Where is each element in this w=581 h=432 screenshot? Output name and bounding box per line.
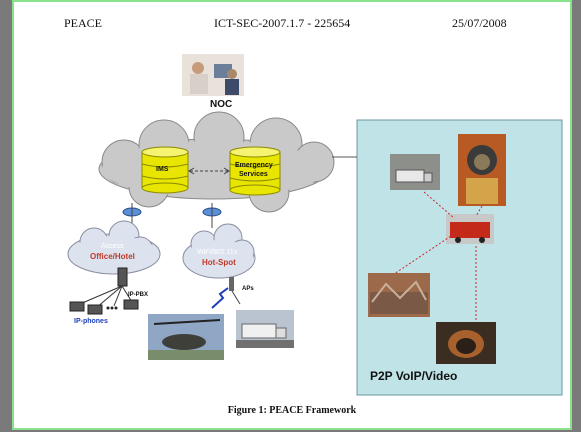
helicopter-photo — [148, 314, 224, 360]
ambulance-photo — [236, 310, 294, 348]
header-reference: ICT-SEC-2007.1.7 - 225654 — [214, 16, 351, 30]
ip-phones-icon — [69, 299, 139, 315]
figure-caption: Figure 1: PEACE Framework — [227, 405, 357, 416]
p2p-links — [393, 191, 483, 320]
wifi-label-2: Hot-Spot — [202, 258, 236, 267]
emergency-database-icon — [229, 146, 281, 196]
backbone-cloud — [98, 111, 335, 213]
access-label-1: Access — [101, 243, 124, 250]
aps-label: APs — [242, 286, 254, 292]
document-page: PEACE ICT-SEC-2007.1.7 - 225654 25/07/20… — [12, 0, 572, 430]
noc-label: NOC — [210, 99, 233, 110]
emergency-label-2: Services — [239, 171, 268, 178]
access-cloud — [67, 220, 161, 275]
firefighter-photo — [458, 134, 506, 206]
p2p-label: P2P VoIP/Video — [370, 369, 458, 383]
ambulance-street-photo — [390, 154, 440, 190]
wifi-label-1: WiFi/802.11x — [197, 249, 238, 256]
ip-pbx-label: IP-PBX — [128, 292, 149, 298]
ims-database-icon — [141, 146, 189, 194]
framework-diagram — [67, 54, 563, 396]
ip-pbx-icon — [117, 267, 128, 287]
wifi-cloud — [182, 223, 256, 279]
access-label-2: Office/Hotel — [90, 252, 135, 261]
access-point-icon — [229, 277, 234, 291]
fire-truck-photo — [446, 214, 494, 244]
rubble-photo — [368, 273, 430, 317]
tunnel-rescue-photo — [436, 322, 496, 364]
ip-phones-label: IP-phones — [74, 318, 108, 325]
ims-label: IMS — [156, 166, 169, 173]
wireless-link-icon — [211, 287, 229, 309]
header-project: PEACE — [64, 16, 103, 30]
router-icon — [122, 203, 222, 228]
header-date: 25/07/2008 — [452, 16, 507, 30]
phone-links — [79, 285, 133, 309]
emergency-label-1: Emergency — [235, 162, 273, 169]
noc-photo — [182, 54, 244, 96]
